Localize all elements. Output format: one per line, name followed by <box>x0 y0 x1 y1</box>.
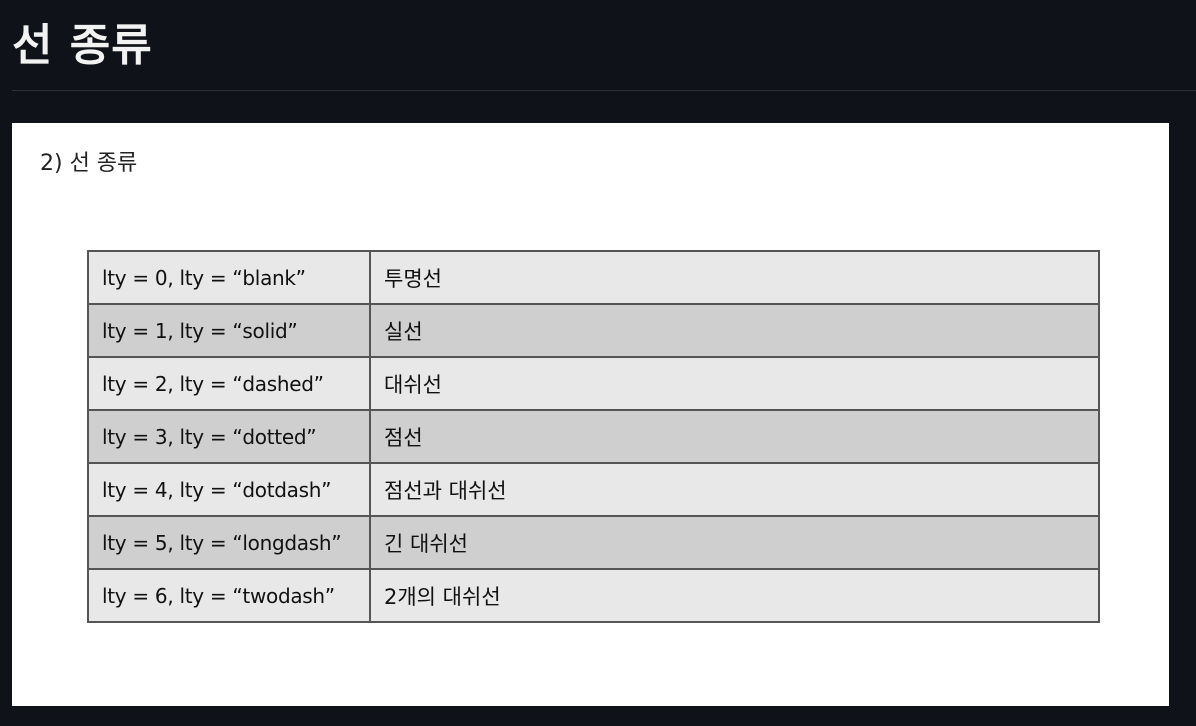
title-divider <box>12 90 1196 91</box>
lty-code-cell: lty = 2, lty = “dashed” <box>87 356 371 411</box>
figure-subheading: 2) 선 종류 <box>40 151 138 176</box>
lty-description-cell: 실선 <box>369 303 1100 358</box>
lty-code-cell: lty = 0, lty = “blank” <box>87 250 371 305</box>
lty-code-cell: lty = 1, lty = “solid” <box>87 303 371 358</box>
table-row: lty = 0, lty = “blank” 투명선 <box>87 250 1100 305</box>
page-title: 선 종류 <box>12 20 153 71</box>
lty-code-cell: lty = 3, lty = “dotted” <box>87 409 371 464</box>
line-type-table: lty = 0, lty = “blank” 투명선 lty = 1, lty … <box>87 250 1100 623</box>
lty-description-cell: 2개의 대쉬선 <box>369 568 1100 623</box>
table-row: lty = 3, lty = “dotted” 점선 <box>87 409 1100 464</box>
lty-code-cell: lty = 5, lty = “longdash” <box>87 515 371 570</box>
lty-code-cell: lty = 6, lty = “twodash” <box>87 568 371 623</box>
lty-description-cell: 점선과 대쉬선 <box>369 462 1100 517</box>
table-row: lty = 6, lty = “twodash” 2개의 대쉬선 <box>87 568 1100 623</box>
table-row: lty = 1, lty = “solid” 실선 <box>87 303 1100 358</box>
table-row: lty = 5, lty = “longdash” 긴 대쉬선 <box>87 515 1100 570</box>
lty-description-cell: 대쉬선 <box>369 356 1100 411</box>
lty-code-cell: lty = 4, lty = “dotdash” <box>87 462 371 517</box>
lty-description-cell: 점선 <box>369 409 1100 464</box>
figure-image: 2) 선 종류 lty = 0, lty = “blank” 투명선 lty =… <box>12 123 1169 706</box>
table-row: lty = 2, lty = “dashed” 대쉬선 <box>87 356 1100 411</box>
lty-description-cell: 투명선 <box>369 250 1100 305</box>
lty-description-cell: 긴 대쉬선 <box>369 515 1100 570</box>
table-row: lty = 4, lty = “dotdash” 점선과 대쉬선 <box>87 462 1100 517</box>
